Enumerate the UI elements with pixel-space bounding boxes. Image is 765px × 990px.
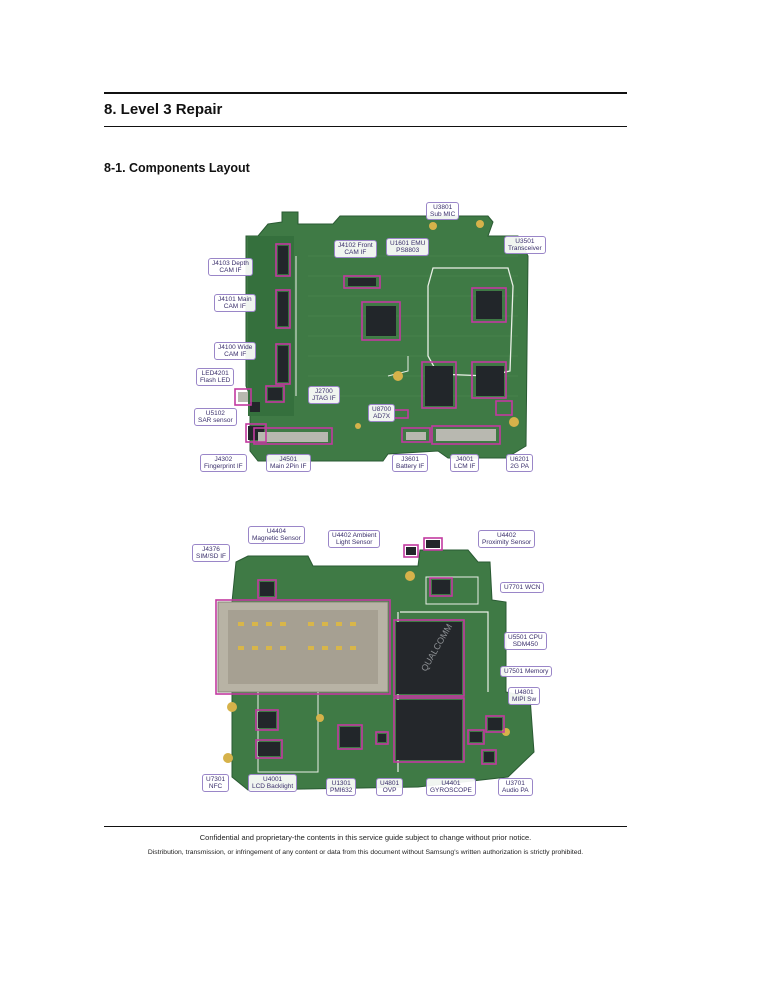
label-front-cam-if: J4102 Front CAM IF — [334, 240, 377, 258]
label-main-cam-if: J4101 Main CAM IF — [214, 294, 256, 312]
footer-distribution: Distribution, transmission, or infringem… — [147, 849, 584, 856]
label-nfc: U7301 NFC — [202, 774, 230, 792]
label-cpu: U5501 CPU SDM450 — [504, 632, 547, 650]
board-top-pcb — [234, 211, 529, 462]
label-sim-sd-if: J4376 SIM/SD IF — [192, 544, 230, 562]
top-rule — [104, 92, 627, 94]
footer-confidential: Confidential and proprietary-the content… — [199, 833, 532, 842]
label-audio-pa: U3701 Audio PA — [498, 778, 533, 796]
label-proximity-sensor: U4402 Proximity Sensor — [478, 530, 536, 548]
label-ad7x: U8700 AD7X — [368, 404, 396, 422]
label-magnetic-sensor: U4404 Magnetic Sensor — [248, 526, 305, 544]
label-emu: U1601 EMU PS8803 — [386, 238, 430, 256]
board-top-figure: U3801 Sub MIC U3501 Transceiver J4102 Fr… — [188, 196, 546, 482]
label-pmi632: U1301 PMI632 — [326, 778, 357, 796]
label-memory: U7501 Memory — [500, 666, 553, 677]
label-sar-sensor: U5102 SAR sensor — [194, 408, 237, 426]
label-lcd-backlight: U4001 LCD Backlight — [248, 774, 298, 792]
section-title: 8. Level 3 Repair — [104, 101, 223, 118]
label-lcm-if: J4001 LCM IF — [450, 454, 480, 472]
board-bottom-figure: QUALCOMM — [188, 522, 553, 806]
footer-rule — [104, 826, 627, 827]
label-mipi-sw: U4801 MIPI Sw — [508, 687, 541, 705]
label-transceiver: U3501 Transceiver — [504, 236, 546, 254]
board-bottom-pcb: QUALCOMM — [215, 537, 535, 791]
label-wide-cam-if: J4100 Wide CAM IF — [214, 342, 257, 360]
label-gyroscope: U4401 GYROSCOPE — [426, 778, 476, 796]
label-fingerprint-if: J4302 Fingerprint IF — [200, 454, 247, 472]
label-jtag-if: J2700 JTAG IF — [308, 386, 340, 404]
label-wcn: U7701 WCN — [500, 582, 545, 593]
label-ovp: U4801 OVP — [376, 778, 404, 796]
label-depth-cam-if: J4103 Depth CAM IF — [208, 258, 253, 276]
label-flash-led: LED4201 Flash LED — [196, 368, 235, 386]
label-sub-mic: U3801 Sub MIC — [426, 202, 460, 220]
label-main-2pin-if: J4501 Main 2Pin IF — [266, 454, 311, 472]
title-rule — [104, 126, 627, 127]
label-battery-if: J3601 Battery IF — [392, 454, 429, 472]
label-2g-pa: U6201 2G PA — [506, 454, 534, 472]
subsection-title: 8-1. Components Layout — [104, 161, 250, 175]
label-ambient-light-sensor: U4402 Ambient Light Sensor — [328, 530, 381, 548]
